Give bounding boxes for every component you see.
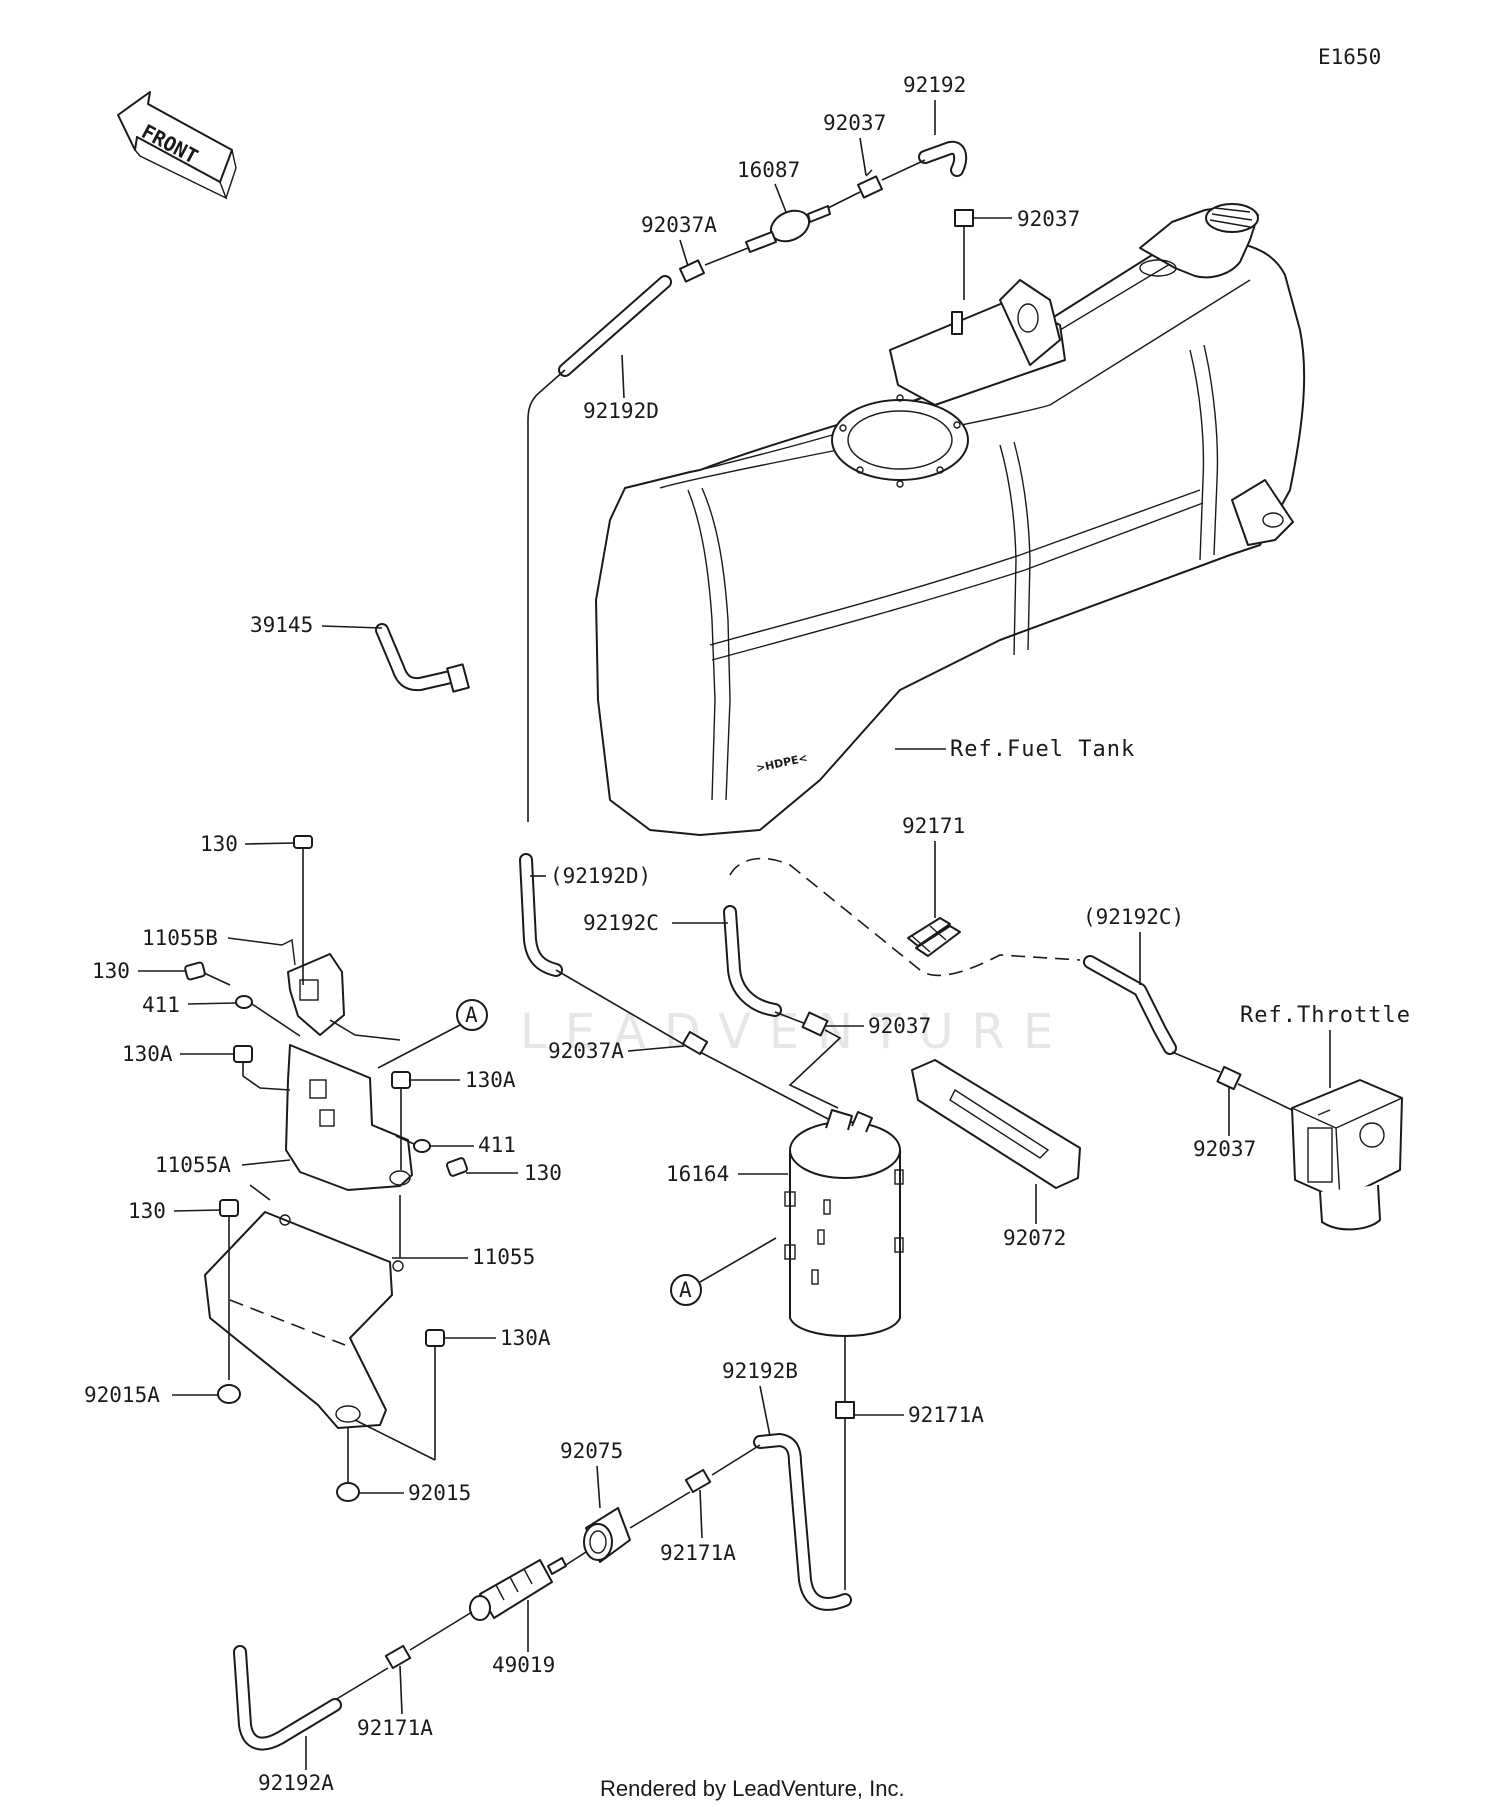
hose-92192A [233, 1645, 342, 1751]
part-label-92015A[interactable]: 92015A [84, 1383, 160, 1407]
hose-92192D [558, 275, 672, 377]
part-label-92192D-paren[interactable]: (92192D) [550, 864, 651, 888]
washer-411-left [235, 995, 301, 1037]
nut-92015A [217, 1384, 241, 1404]
part-label-49019[interactable]: 49019 [492, 1653, 555, 1677]
fuel-tank: >HDPE< [595, 203, 1306, 836]
part-label-92192C-paren[interactable]: (92192C) [1083, 905, 1184, 929]
front-arrow-icon: FRONT [117, 91, 237, 200]
hose-39145 [375, 623, 470, 693]
clamp-92037-top [856, 169, 884, 199]
part-label-130A-left[interactable]: 130A [122, 1042, 173, 1066]
bolt-130-low [219, 1199, 239, 1380]
part-label-92075[interactable]: 92075 [560, 1439, 623, 1463]
hose-92192D-lower [519, 853, 563, 977]
bracket-92072 [911, 1059, 1081, 1189]
hose-92192C-paren [1083, 955, 1177, 1055]
bolt-130A-low [425, 1329, 445, 1460]
part-label-11055B[interactable]: 11055B [142, 926, 218, 950]
part-label-92037-right[interactable]: 92037 [1017, 207, 1080, 231]
clip-92171 [907, 917, 961, 957]
part-label-92171A-mid[interactable]: 92171A [660, 1541, 736, 1565]
part-label-39145[interactable]: 39145 [250, 613, 313, 637]
callout-a-low: A [670, 1237, 777, 1306]
part-label-92037A-mid[interactable]: 92037A [548, 1039, 624, 1063]
part-label-92037A-top[interactable]: 92037A [641, 213, 717, 237]
clamp-92037-mid [801, 1011, 829, 1037]
diagram-code: E1650 [1318, 45, 1381, 69]
bracket-11055 [204, 1211, 404, 1429]
part-label-130-top[interactable]: 130 [200, 832, 238, 856]
part-label-16087[interactable]: 16087 [737, 158, 800, 182]
part-label-130A-mid[interactable]: 130A [465, 1068, 516, 1092]
hose-92192B [753, 1433, 852, 1611]
valve-16087 [745, 205, 831, 253]
part-label-92015[interactable]: 92015 [408, 1481, 471, 1505]
clamp-92171A-low [384, 1644, 412, 1670]
ref-fuel-tank[interactable]: Ref.Fuel Tank [950, 737, 1135, 762]
watermark-text: LEADVENTURE [520, 1004, 1071, 1060]
part-label-92171A-right[interactable]: 92171A [908, 1403, 984, 1427]
bolt-130-left [184, 961, 231, 986]
part-label-16164[interactable]: 16164 [666, 1162, 729, 1186]
bracket-11055A [285, 1044, 413, 1191]
clamp-92171A-mid [684, 1468, 712, 1494]
clamp-92037A-mid [681, 1030, 709, 1056]
bolt-130A-mid [391, 1071, 411, 1170]
part-label-11055[interactable]: 11055 [472, 1245, 535, 1269]
fuel-filter-49019 [469, 1557, 567, 1621]
nut-92015 [336, 1419, 436, 1502]
clamp-92037-right [954, 209, 974, 227]
throttle-body [1291, 1079, 1403, 1231]
ref-throttle[interactable]: Ref.Throttle [1240, 1003, 1411, 1028]
callout-a-top: A [377, 999, 488, 1069]
part-label-130A-low[interactable]: 130A [500, 1326, 551, 1350]
clamp-92171A-right [835, 1401, 855, 1419]
part-label-92192C[interactable]: 92192C [583, 911, 659, 935]
part-label-411-right[interactable]: 411 [478, 1133, 516, 1157]
credit-text: Rendered by LeadVenture, Inc. [600, 1776, 905, 1801]
part-label-92192B[interactable]: 92192B [722, 1359, 798, 1383]
clamp-92037-throttle [1216, 1065, 1242, 1091]
part-label-92072[interactable]: 92072 [1003, 1226, 1066, 1250]
vent-hose-92192 [918, 140, 968, 177]
svg-text:A: A [465, 1003, 478, 1027]
part-label-411-left[interactable]: 411 [142, 993, 180, 1017]
part-label-92192[interactable]: 92192 [903, 73, 966, 97]
part-label-130-low[interactable]: 130 [128, 1199, 166, 1223]
part-label-11055A[interactable]: 11055A [155, 1153, 231, 1177]
part-label-130-left[interactable]: 130 [92, 959, 130, 983]
svg-text:A: A [679, 1278, 692, 1302]
part-label-92171[interactable]: 92171 [902, 814, 965, 838]
part-label-130-right[interactable]: 130 [524, 1161, 562, 1185]
bolt-130A-left [233, 1045, 291, 1091]
clamp-92037A-top [678, 259, 706, 283]
hose-92192C [723, 905, 782, 1017]
canister-16164 [784, 1109, 904, 1337]
washer-411-right [395, 1135, 431, 1153]
part-label-92171A-low[interactable]: 92171A [357, 1716, 433, 1740]
grommet-92075 [583, 1507, 631, 1563]
part-label-92192D[interactable]: 92192D [583, 399, 659, 423]
bolt-130-right [445, 1157, 469, 1177]
bolt-130-top [293, 835, 313, 985]
part-label-92037-mid[interactable]: 92037 [868, 1014, 931, 1038]
bracket-11055B [281, 938, 345, 1036]
part-label-92192A[interactable]: 92192A [258, 1771, 334, 1795]
part-label-92037-top[interactable]: 92037 [823, 111, 886, 135]
part-label-92037-throttle[interactable]: 92037 [1193, 1137, 1256, 1161]
